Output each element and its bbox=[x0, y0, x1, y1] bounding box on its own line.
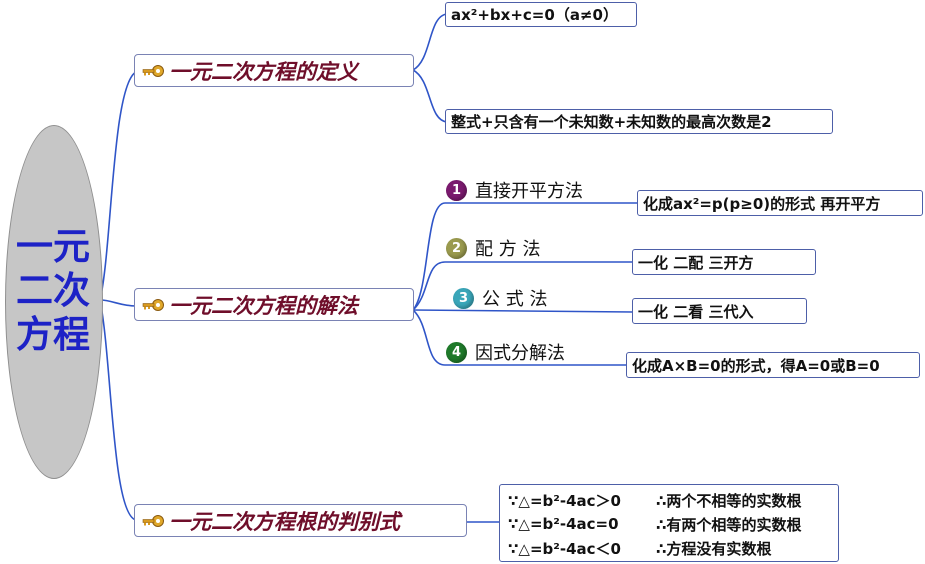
definition-formula[interactable]: ax²+bx+c=0（a≠0） bbox=[445, 2, 637, 27]
discriminant-row: ∵△=b²-4ac＜0 ∴方程没有实数根 bbox=[508, 536, 838, 560]
method-item[interactable]: 1 直接开平方法 bbox=[446, 177, 583, 203]
key-icon bbox=[142, 514, 164, 527]
definition-condition[interactable]: 整式+只含有一个未知数+未知数的最高次数是2 bbox=[445, 109, 833, 134]
discriminant-row: ∵△=b²-4ac＞0 ∴两个不相等的实数根 bbox=[508, 488, 838, 512]
method-item[interactable]: 2 配 方 法 bbox=[446, 235, 540, 261]
method-detail[interactable]: 化成ax²=p(p≥0)的形式 再开平方 bbox=[637, 190, 923, 216]
discriminant-condition: ∵△=b²-4ac=0 bbox=[508, 515, 619, 533]
connector-root-solutions bbox=[99, 299, 137, 307]
method-item[interactable]: 4 因式分解法 bbox=[446, 339, 565, 365]
branch-definition[interactable]: 一元二次方程的定义 bbox=[134, 54, 414, 87]
connector-definition-condition bbox=[412, 69, 448, 123]
discriminant-condition: ∵△=b²-4ac＜0 bbox=[508, 539, 621, 558]
method-item[interactable]: 3 公 式 法 bbox=[453, 285, 547, 311]
root-title: 一元二次方程 bbox=[16, 225, 90, 356]
connector-solutions-method4 bbox=[412, 309, 627, 366]
connector-solutions-method1 bbox=[412, 202, 638, 311]
key-icon bbox=[142, 298, 164, 311]
discriminant-box[interactable]: ∵△=b²-4ac＞0 ∴两个不相等的实数根 ∵△=b²-4ac=0 ∴有两个相… bbox=[499, 484, 839, 562]
branch-solutions[interactable]: 一元二次方程的解法 bbox=[134, 288, 414, 321]
method-detail[interactable]: 一化 二看 三代入 bbox=[632, 298, 807, 324]
connector-solutions-method3 bbox=[412, 309, 634, 313]
number-badge-icon: 1 bbox=[446, 179, 467, 201]
method-label: 公 式 法 bbox=[482, 289, 548, 310]
method-detail[interactable]: 化成A×B=0的形式，得A=0或B=0 bbox=[626, 352, 920, 378]
number-badge-icon: 3 bbox=[453, 287, 474, 309]
discriminant-row: ∵△=b²-4ac=0 ∴有两个相等的实数根 bbox=[508, 512, 838, 536]
branch-discriminant[interactable]: 一元二次方程根的判别式 bbox=[134, 504, 467, 537]
number-badge-icon: 4 bbox=[446, 341, 467, 363]
branch-label: 一元二次方程的定义 bbox=[169, 59, 358, 84]
branch-label: 一元二次方程根的判别式 bbox=[169, 509, 400, 534]
number-badge-icon: 2 bbox=[446, 237, 467, 259]
method-detail[interactable]: 一化 二配 三开方 bbox=[632, 249, 816, 275]
key-icon bbox=[142, 64, 164, 77]
root-ellipse bbox=[5, 125, 103, 479]
discriminant-condition: ∵△=b²-4ac＞0 bbox=[508, 491, 621, 510]
connector-root-discriminant bbox=[99, 299, 137, 521]
branch-label: 一元二次方程的解法 bbox=[169, 293, 358, 318]
connector-root-definition bbox=[99, 71, 137, 301]
connector-definition-formula bbox=[412, 13, 448, 71]
method-label: 因式分解法 bbox=[475, 343, 565, 364]
discriminant-conclusion: ∴两个不相等的实数根 bbox=[656, 491, 802, 510]
discriminant-conclusion: ∴有两个相等的实数根 bbox=[656, 515, 802, 534]
discriminant-conclusion: ∴方程没有实数根 bbox=[656, 539, 772, 558]
method-label: 配 方 法 bbox=[475, 239, 541, 260]
connector-solutions-method2 bbox=[412, 261, 633, 311]
method-label: 直接开平方法 bbox=[475, 181, 583, 202]
